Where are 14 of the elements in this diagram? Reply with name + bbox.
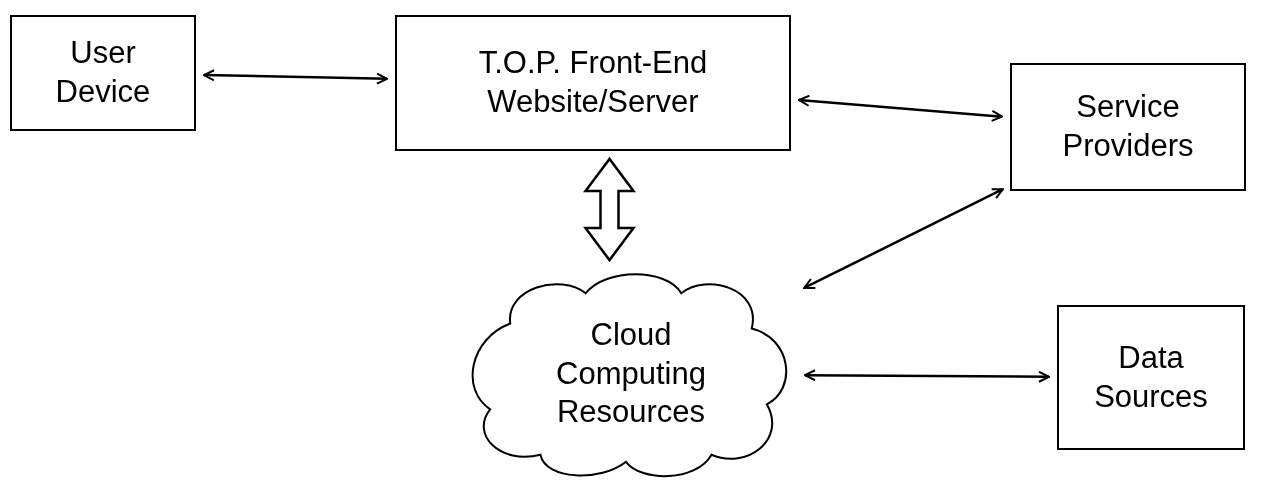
process-box xyxy=(395,15,791,151)
node-label: T.O.P. Front-End Website/Server xyxy=(477,44,709,121)
arrow xyxy=(804,369,1050,383)
process-box xyxy=(1057,305,1245,450)
arrow xyxy=(203,69,388,85)
double-arrow xyxy=(583,156,636,263)
node-label: Data Sources xyxy=(1093,338,1209,416)
node-label: User Device xyxy=(54,34,152,111)
node-label: Service Providers xyxy=(1061,88,1195,165)
node-label: Cloud Computing Resources xyxy=(555,315,707,432)
process-box xyxy=(1010,63,1246,191)
process-box xyxy=(10,15,196,131)
arrow xyxy=(803,188,1004,290)
arrow xyxy=(797,94,1004,122)
